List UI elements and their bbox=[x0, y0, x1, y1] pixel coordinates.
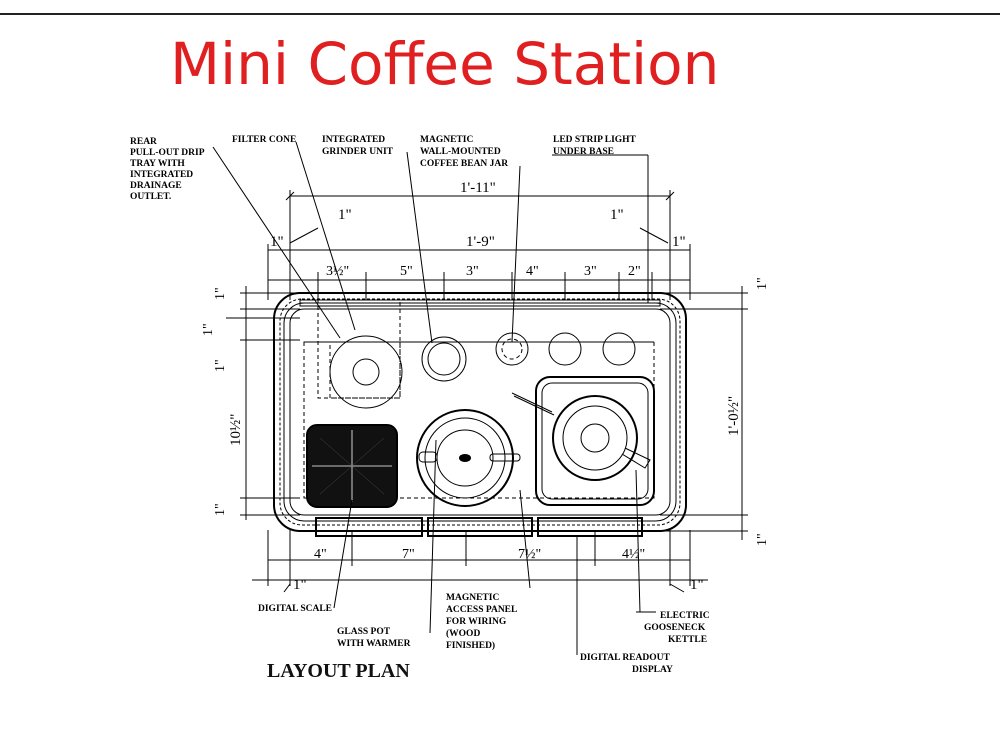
callout-glass-pot: GLASS POT WITH WARMER bbox=[337, 627, 411, 649]
svg-text:GLASS POT: GLASS POT bbox=[337, 627, 391, 637]
svg-text:KETTLE: KETTLE bbox=[668, 635, 707, 645]
callout-digital-scale: DIGITAL SCALE bbox=[258, 604, 332, 614]
svg-text:3½": 3½" bbox=[326, 264, 349, 279]
svg-text:4": 4" bbox=[314, 547, 327, 562]
svg-text:ELECTRIC: ELECTRIC bbox=[660, 611, 710, 621]
svg-text:4½": 4½" bbox=[622, 547, 645, 562]
top-rule bbox=[0, 13, 1000, 15]
callout-grinder: INTEGRATED GRINDER UNIT bbox=[322, 135, 394, 157]
svg-text:4": 4" bbox=[526, 264, 539, 279]
svg-text:GOOSENECK: GOOSENECK bbox=[644, 623, 706, 633]
svg-text:1": 1" bbox=[213, 287, 228, 300]
svg-text:3": 3" bbox=[466, 264, 479, 279]
svg-text:(WOOD: (WOOD bbox=[446, 628, 480, 639]
svg-text:UNDER BASE: UNDER BASE bbox=[553, 147, 614, 157]
svg-text:1": 1" bbox=[610, 207, 624, 223]
glass-pot bbox=[416, 409, 521, 507]
svg-text:WITH WARMER: WITH WARMER bbox=[337, 639, 411, 649]
svg-text:1": 1" bbox=[690, 577, 704, 593]
svg-text:2": 2" bbox=[628, 264, 641, 279]
svg-text:1": 1" bbox=[213, 359, 228, 372]
svg-text:OUTLET.: OUTLET. bbox=[130, 192, 171, 202]
svg-text:WALL-MOUNTED: WALL-MOUNTED bbox=[420, 147, 501, 157]
callout-kettle: ELECTRIC GOOSENECK KETTLE bbox=[644, 611, 710, 645]
svg-text:GRINDER UNIT: GRINDER UNIT bbox=[322, 147, 394, 157]
callout-readout: DIGITAL READOUT DISPLAY bbox=[580, 653, 673, 675]
caption-layout-plan: LAYOUT PLAN bbox=[267, 660, 410, 682]
svg-text:LED STRIP LIGHT: LED STRIP LIGHT bbox=[553, 135, 637, 145]
callout-bean-jar: MAGNETIC WALL-MOUNTED COFFEE BEAN JAR bbox=[420, 135, 508, 169]
coffee-bean-jars bbox=[495, 332, 636, 366]
page-title: Mini Coffee Station bbox=[170, 30, 720, 98]
dimension-lines bbox=[226, 190, 748, 586]
leader-lines bbox=[212, 141, 685, 655]
callout-led-strip: LED STRIP LIGHT UNDER BASE bbox=[553, 135, 637, 157]
svg-text:REAR: REAR bbox=[130, 137, 157, 147]
grinder-unit bbox=[421, 336, 467, 382]
svg-text:MAGNETIC: MAGNETIC bbox=[446, 593, 499, 603]
svg-text:INTEGRATED: INTEGRATED bbox=[130, 170, 193, 180]
filter-cone bbox=[317, 299, 403, 409]
svg-text:ACCESS PANEL: ACCESS PANEL bbox=[446, 605, 517, 615]
svg-text:1": 1" bbox=[293, 577, 307, 593]
dimension-labels: 1'-11" 1'-9" 1" 1" 1" 1" 3½" 5" 3" 4" 3"… bbox=[201, 180, 770, 593]
svg-text:1": 1" bbox=[755, 533, 770, 546]
svg-text:1": 1" bbox=[270, 234, 284, 250]
callout-filter-cone: FILTER CONE bbox=[232, 135, 296, 145]
svg-text:FOR WIRING: FOR WIRING bbox=[446, 617, 507, 627]
svg-text:DIGITAL SCALE: DIGITAL SCALE bbox=[258, 604, 332, 614]
svg-text:DIGITAL READOUT: DIGITAL READOUT bbox=[580, 653, 670, 663]
svg-text:5": 5" bbox=[400, 264, 413, 279]
svg-text:DISPLAY: DISPLAY bbox=[632, 665, 673, 675]
digital-scale bbox=[306, 424, 398, 508]
svg-text:3": 3" bbox=[584, 264, 597, 279]
front-panels bbox=[315, 517, 643, 537]
svg-text:1'-9": 1'-9" bbox=[466, 234, 495, 250]
svg-text:7": 7" bbox=[402, 547, 415, 562]
svg-text:10½": 10½" bbox=[228, 414, 244, 446]
svg-text:INTEGRATED: INTEGRATED bbox=[322, 135, 385, 145]
svg-text:COFFEE BEAN JAR: COFFEE BEAN JAR bbox=[420, 159, 508, 169]
svg-text:1": 1" bbox=[755, 277, 770, 290]
station-body bbox=[273, 292, 687, 532]
svg-text:DRAINAGE: DRAINAGE bbox=[130, 181, 182, 191]
svg-text:FILTER CONE: FILTER CONE bbox=[232, 135, 296, 145]
callout-rear-tray: REAR PULL-OUT DRIP TRAY WITH INTEGRATED … bbox=[130, 137, 205, 202]
svg-text:1'-0½": 1'-0½" bbox=[726, 396, 742, 436]
svg-text:1": 1" bbox=[201, 323, 216, 336]
svg-text:1'-11": 1'-11" bbox=[460, 180, 496, 196]
svg-text:TRAY WITH: TRAY WITH bbox=[130, 159, 185, 169]
svg-text:MAGNETIC: MAGNETIC bbox=[420, 135, 473, 145]
svg-text:1": 1" bbox=[213, 503, 228, 516]
gooseneck-kettle bbox=[511, 376, 655, 506]
svg-text:FINISHED): FINISHED) bbox=[446, 640, 495, 651]
callout-access-panel: MAGNETIC ACCESS PANEL FOR WIRING (WOOD F… bbox=[446, 593, 517, 651]
svg-text:1": 1" bbox=[338, 207, 352, 223]
svg-text:7½": 7½" bbox=[518, 547, 541, 562]
svg-text:1": 1" bbox=[672, 234, 686, 250]
svg-text:PULL-OUT DRIP: PULL-OUT DRIP bbox=[130, 148, 205, 158]
